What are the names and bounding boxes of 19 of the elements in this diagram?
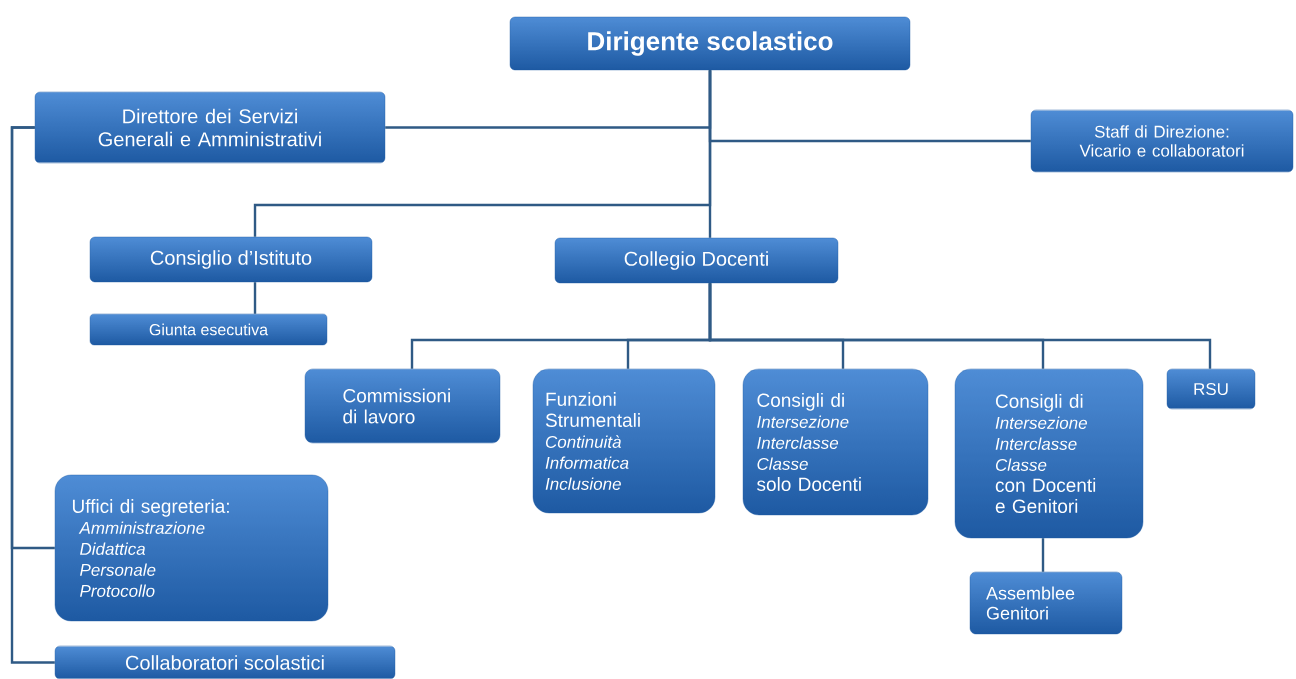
org-box: Giunta esecutiva (89, 313, 328, 346)
org-box: Consigli di Intersezione Interclasse Classe solo Docenti (742, 368, 929, 516)
connector-line (253, 282, 257, 314)
org-box: Collaboratori scolastici (54, 645, 396, 679)
org-box: Consigli di Intersezione Interclasse Classe con Docenti e Genitori (954, 368, 1144, 539)
connector-line (1041, 538, 1045, 572)
connector-line (708, 283, 1212, 369)
org-box: Staff di Direzione: Vicario e collaboratori (1030, 109, 1294, 173)
org-box: Assemblee Genitori (969, 571, 1123, 635)
org-box: Dirigente scolastico (509, 16, 911, 71)
org-box: Collegio Docenti (554, 237, 839, 284)
org-box: Uffici di segreteria: Amministrazione Didattica Personale Protocollo (54, 474, 329, 622)
org-box: Direttore dei Servizi Generali e Amministrativi (34, 91, 386, 164)
org-box: Funzioni Strumentali Continuità Informatica Inclusione (532, 368, 716, 514)
org-box: RSU (1166, 368, 1256, 410)
connector-line (708, 70, 712, 238)
org-box: Consiglio d’Istituto (89, 236, 373, 283)
connector-line (10, 126, 55, 664)
org-box: Commissioni di lavoro (304, 368, 501, 444)
